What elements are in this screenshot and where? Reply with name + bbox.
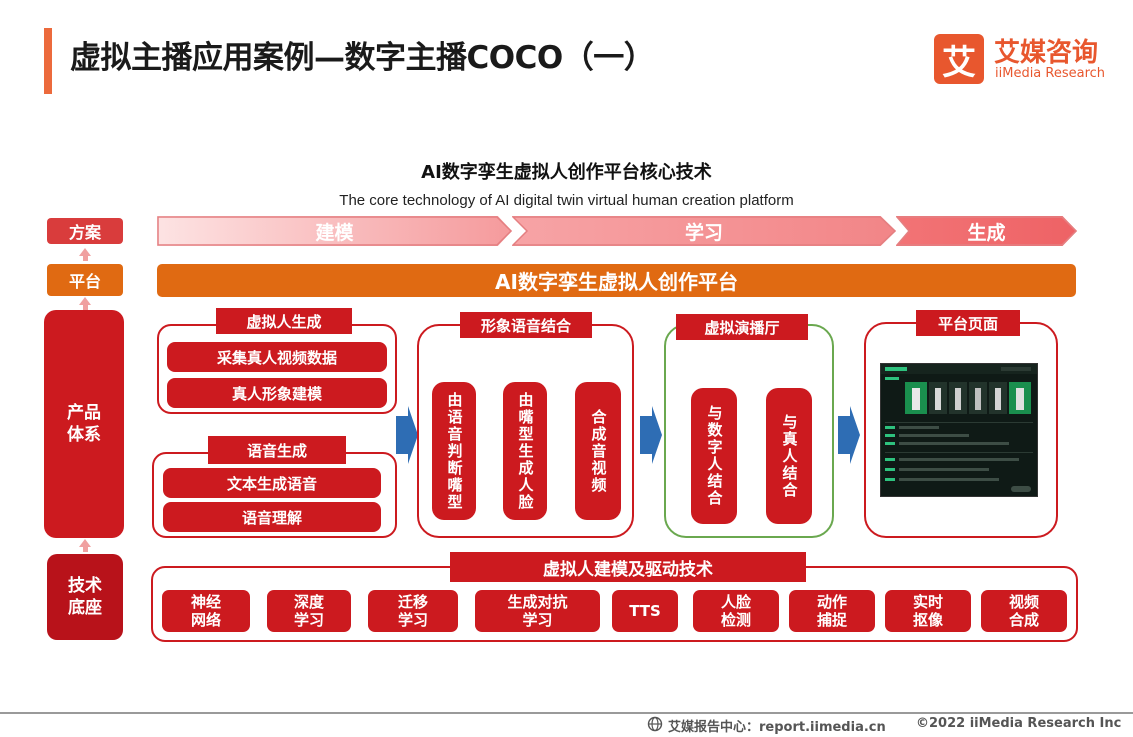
item-with-real-human: 与真人结合 <box>766 388 812 524</box>
item-real-person-modeling: 真人形象建模 <box>167 378 387 408</box>
logo-english-name: iiMedia Research <box>995 66 1106 81</box>
blue-arrow-right-icon <box>640 406 662 464</box>
stage-chevron-modeling: 建模 <box>157 216 512 246</box>
tech-label: 动作捕捉 <box>816 593 847 629</box>
stage-chevron-generation: 生成 <box>896 216 1077 246</box>
group-title-virtual-studio: 虚拟演播厅 <box>676 314 808 340</box>
label-product-text: 产品体系 <box>67 402 101 445</box>
footer-copyright: ©2022 iiMedia Research Inc <box>916 716 1122 731</box>
blue-arrow-right-icon <box>396 406 418 464</box>
tech-transfer-learning: 迁移学习 <box>368 590 458 632</box>
up-arrow-stem <box>82 256 88 261</box>
item-speech-understanding: 语音理解 <box>163 502 381 532</box>
tech-neural-network: 神经网络 <box>162 590 250 632</box>
tech-label: 神经网络 <box>190 593 221 629</box>
tech-label: 迁移学习 <box>397 593 428 629</box>
label-product-system: 产品体系 <box>44 310 124 538</box>
label-tech-base: 技术底座 <box>47 554 123 640</box>
up-arrow-icon <box>79 297 91 305</box>
label-platform: 平台 <box>47 264 123 296</box>
item-text-to-speech: 文本生成语音 <box>163 468 381 498</box>
label-tech-text: 技术底座 <box>68 575 102 618</box>
diagram-subtitle: The core technology of AI digital twin v… <box>339 192 794 209</box>
globe-icon <box>647 716 663 732</box>
group-title-tech-base: 虚拟人建模及驱动技术 <box>450 552 806 582</box>
group-title-virtual-human-generation: 虚拟人生成 <box>216 308 352 334</box>
tech-gan: 生成对抗学习 <box>475 590 600 632</box>
tech-label: 深度学习 <box>293 593 324 629</box>
page-title: 虚拟主播应用案例—数字主播COCO（一） <box>70 40 655 76</box>
up-arrow-stem <box>82 305 88 310</box>
title-accent-bar <box>44 28 52 94</box>
chevron-outline-2 <box>512 216 897 246</box>
chevron-outline-1 <box>157 216 513 246</box>
tech-video-synthesis: 视频合成 <box>981 590 1067 632</box>
platform-bar: AI数字孪生虚拟人创作平台 <box>157 264 1076 297</box>
tech-deep-learning: 深度学习 <box>267 590 351 632</box>
footer-source: 艾媒报告中心：report.iimedia.cn <box>668 720 886 735</box>
blue-arrow-right-icon <box>838 406 860 464</box>
tech-label: 生成对抗学习 <box>507 593 568 629</box>
tech-label: 人脸检测 <box>720 593 751 629</box>
up-arrow-stem <box>82 547 88 552</box>
diagram-title: AI数字孪生虚拟人创作平台核心技术 <box>421 162 712 183</box>
tech-label: 视频合成 <box>1008 593 1039 629</box>
tech-label: 实时抠像 <box>912 593 943 629</box>
tech-tts: TTS <box>612 590 678 632</box>
chevron-outline-3 <box>896 216 1078 246</box>
iimedia-logo-icon: 艾 <box>934 34 984 84</box>
platform-page-screenshot <box>880 363 1038 497</box>
label-plan: 方案 <box>47 218 123 244</box>
item-av-synthesis: 合成音视频 <box>575 382 621 520</box>
item-with-digital-human: 与数字人结合 <box>691 388 737 524</box>
group-title-voice-generation: 语音生成 <box>208 436 346 464</box>
tech-realtime-matting: 实时抠像 <box>885 590 971 632</box>
tech-face-detection: 人脸检测 <box>693 590 779 632</box>
up-arrow-icon <box>79 248 91 256</box>
group-title-image-voice-combination: 形象语音结合 <box>460 312 592 338</box>
logo-chinese-name: 艾媒咨询 <box>994 38 1099 68</box>
item-collect-video: 采集真人视频数据 <box>167 342 387 372</box>
tech-motion-capture: 动作捕捉 <box>789 590 875 632</box>
item-voice-to-mouth: 由语音判断嘴型 <box>432 382 476 520</box>
footer-divider <box>0 712 1133 714</box>
platform-ui-thumbnail <box>881 364 1037 492</box>
item-mouth-to-face: 由嘴型生成人脸 <box>503 382 547 520</box>
stage-chevron-learning: 学习 <box>512 216 896 246</box>
group-title-platform-page: 平台页面 <box>916 310 1020 336</box>
up-arrow-icon <box>79 539 91 547</box>
